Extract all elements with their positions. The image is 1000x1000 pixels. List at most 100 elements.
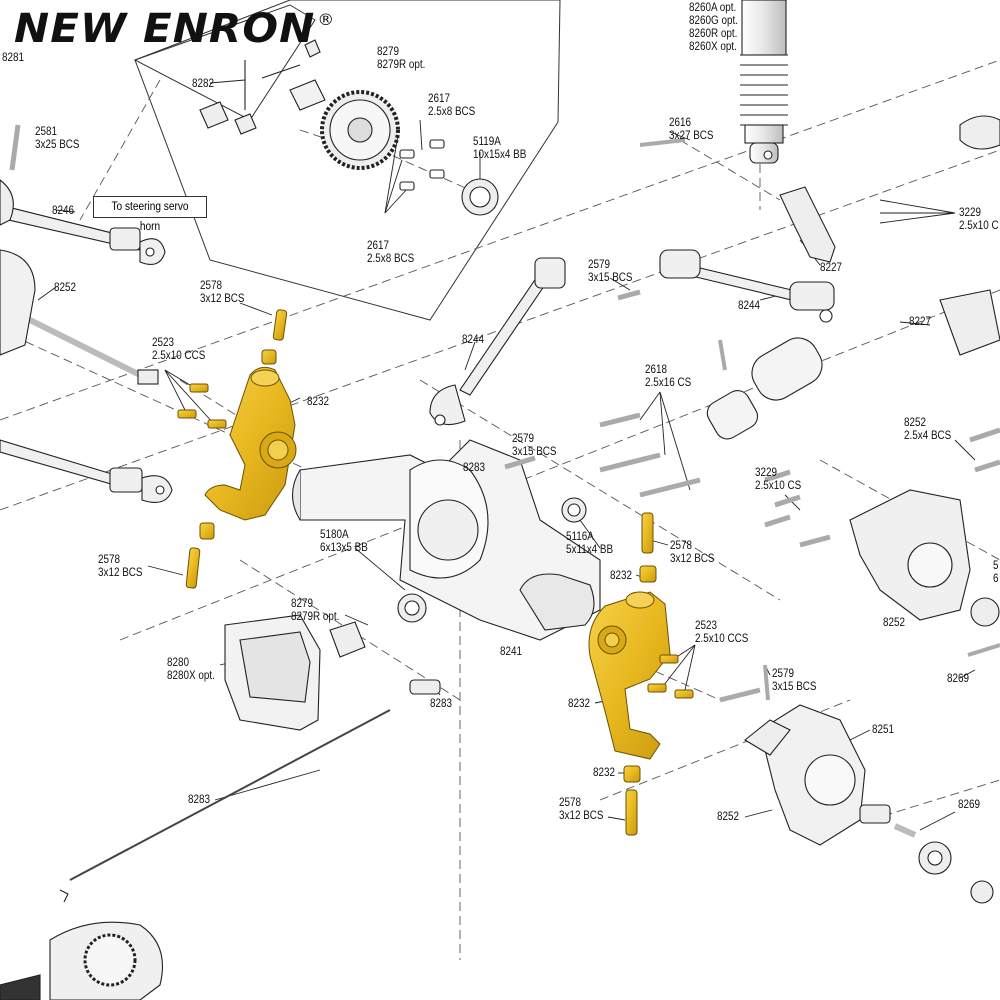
label-line: 2.5x8 BCS — [367, 253, 415, 265]
label-line: 3x15 BCS — [772, 681, 817, 693]
spacer-tl[interactable] — [261, 349, 277, 365]
label-line: 8252 — [717, 811, 740, 823]
label-line: 2.5x10 CS — [755, 480, 802, 492]
tie-rod-lower-left — [0, 439, 173, 503]
bevel-gear — [199, 101, 229, 129]
screw-2578-bl[interactable] — [185, 547, 201, 589]
axle-housing-8241 — [291, 439, 601, 641]
label-8260: 8260A opt.8260G opt.8260R opt.8260X opt. — [689, 2, 738, 54]
label-line: 2578 — [98, 554, 121, 566]
label-8232-low: 8232 — [593, 767, 615, 780]
spacer-bl[interactable] — [199, 522, 215, 540]
label-line: 8283 — [463, 462, 486, 474]
label-line: 2581 — [35, 126, 58, 138]
label-line: 8252 — [54, 282, 77, 294]
steering-arm-8232-left[interactable] — [204, 366, 297, 521]
screw-2523-d[interactable] — [659, 654, 679, 664]
screw-2523-a[interactable] — [189, 383, 209, 393]
label-line: 8283 — [188, 794, 211, 806]
diff-cover-8280 — [224, 614, 321, 731]
label-line: 2579 — [512, 433, 535, 445]
label-line: 3x12 BCS — [670, 553, 715, 565]
brand-logo: NEW ENRON® — [14, 6, 336, 52]
label-8227-right: 8227 — [909, 316, 931, 329]
label-line: 2616 — [669, 117, 692, 129]
screw-2578-br[interactable] — [625, 789, 638, 836]
knuckle-8251 — [744, 704, 891, 846]
label-8244-mid: 8244 — [462, 334, 484, 347]
label-line: 8260A opt. — [689, 2, 737, 14]
label-line: 8260G opt. — [689, 15, 738, 27]
label-line: 2.5x4 BCS — [904, 430, 952, 442]
label-8251: 8251 — [872, 724, 894, 737]
label-line: 5180A — [320, 529, 349, 541]
label-8232-top-left: 8232 — [307, 396, 329, 409]
label-line: 2.5x10 CCS — [152, 350, 206, 362]
label-line: 3x12 BCS — [98, 567, 143, 579]
label-line: 8246 — [52, 205, 75, 217]
label-line: 2.5x16 CS — [645, 377, 692, 389]
label-line: 2523 — [152, 337, 175, 349]
label-line: 8241 — [500, 646, 523, 658]
label-line: 8269 — [958, 799, 981, 811]
label-8283-mid: 8283 — [430, 698, 452, 711]
label-line: 3229 — [755, 467, 778, 479]
differential-detail-box — [133, 0, 561, 321]
label-line: 8227 — [909, 316, 932, 328]
spacer-br[interactable] — [623, 765, 641, 783]
leader-lines — [37, 79, 976, 831]
screw-2523-c[interactable] — [207, 419, 227, 429]
screw-2578-tr[interactable] — [641, 512, 654, 554]
label-line: 8260X opt. — [689, 41, 737, 53]
label-line: 8279 — [377, 46, 400, 58]
screw-2523-b[interactable] — [177, 409, 197, 419]
label-8281: 8281 — [2, 52, 24, 65]
steering-link-8246 — [0, 204, 166, 265]
label-8269-low: 8269 — [958, 799, 980, 812]
label-line: 10x15x4 BB — [473, 149, 527, 161]
label-8282: 8282 — [192, 78, 214, 91]
spacer-tr[interactable] — [639, 565, 657, 583]
label-line: 8283 — [430, 698, 453, 710]
screw-2578-tl[interactable] — [272, 309, 288, 341]
label-line: 8281 — [2, 52, 25, 64]
screw-2523-f[interactable] — [674, 689, 694, 699]
label-8283-low: 8283 — [188, 794, 210, 807]
label-line: 8252 — [883, 617, 906, 629]
label-line: 6 — [993, 573, 999, 585]
label-line: 8232 — [307, 396, 330, 408]
label-line: 8244 — [738, 300, 761, 312]
label-line: 2.5x10 CCS — [695, 633, 749, 645]
ring-gear — [320, 90, 400, 170]
label-line: 3x27 BCS — [669, 130, 714, 142]
callout-servo-horn: To steering servo horn — [93, 196, 207, 233]
label-line: 2618 — [645, 364, 668, 376]
shock-absorber — [740, 0, 788, 164]
label-line: 8280X opt. — [167, 670, 215, 682]
label-line: 5x11x4 BB — [566, 544, 614, 556]
label-line: 2579 — [772, 668, 795, 680]
label-line: 2578 — [670, 540, 693, 552]
screw-2523-e[interactable] — [647, 683, 667, 693]
label-line: 3x12 BCS — [200, 293, 245, 305]
brand-name: NEW ENRON — [14, 6, 316, 52]
label-line: 2523 — [695, 620, 718, 632]
registered-mark: ® — [317, 10, 336, 29]
label-8252-left: 8252 — [54, 282, 76, 295]
label-line: 3x15 BCS — [512, 446, 557, 458]
label-line: 2.5x10 C — [959, 220, 999, 232]
steering-arm-8232-right[interactable] — [588, 591, 671, 760]
label-line: 2617 — [367, 240, 390, 252]
label-8252-rear-right: 8252 — [883, 617, 905, 630]
